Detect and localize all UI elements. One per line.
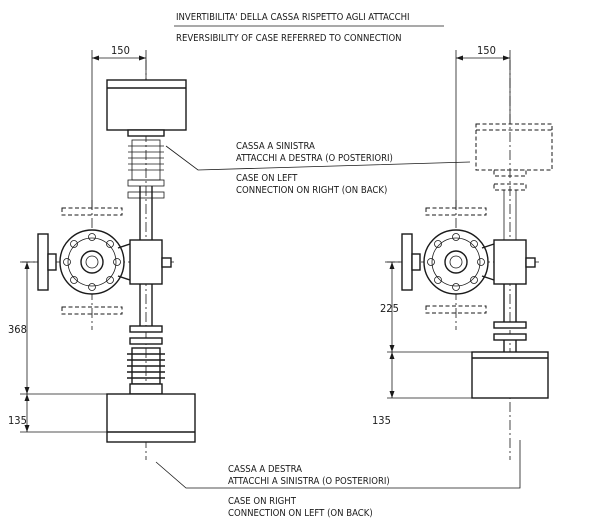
right-body-flange: [423, 229, 489, 295]
title-italian: INVERTIBILITA' DELLA CASSA RISPETTO AGLI…: [176, 12, 410, 23]
right-case-dim: 135: [372, 414, 391, 427]
left-case-dim: 135: [8, 414, 27, 427]
right-assembly: 150 225 135: [372, 44, 553, 460]
left-width-dim: 150: [111, 44, 130, 57]
note-bottom-line2: ATTACCHI A SINISTRA (O POSTERIORI): [228, 476, 390, 487]
note-top-line4: CONNECTION ON RIGHT (ON BACK): [236, 185, 387, 196]
bottom-note-leader: [155, 440, 521, 489]
note-top-line1: CASSA A SINISTRA: [236, 141, 315, 152]
right-top-case-dashed: [475, 123, 553, 171]
right-width-dim: 150: [477, 44, 496, 57]
note-top-line2: ATTACCHI A DESTRA (O POSTERIORI): [236, 153, 393, 164]
note-top-line3: CASE ON LEFT: [236, 173, 298, 184]
note-bottom-line1: CASSA A DESTRA: [228, 464, 302, 475]
left-assembly: 150 368 135: [8, 44, 196, 460]
right-column-body: [493, 239, 527, 285]
right-height-dim: 225: [380, 302, 399, 315]
title-english: REVERSIBILITY OF CASE REFERRED TO CONNEC…: [176, 33, 402, 44]
left-bottom-case: [106, 393, 196, 443]
right-bottom-case: [471, 351, 549, 399]
top-note-leader: [165, 145, 471, 171]
left-height-dim: 368: [8, 323, 27, 336]
left-column-body: [129, 239, 163, 285]
left-bottom-bellows: [127, 347, 165, 385]
note-bottom-line3: CASE ON RIGHT: [228, 496, 297, 507]
note-bottom-line4: CONNECTION ON LEFT (ON BACK): [228, 508, 373, 519]
left-body-flange: [59, 229, 125, 295]
